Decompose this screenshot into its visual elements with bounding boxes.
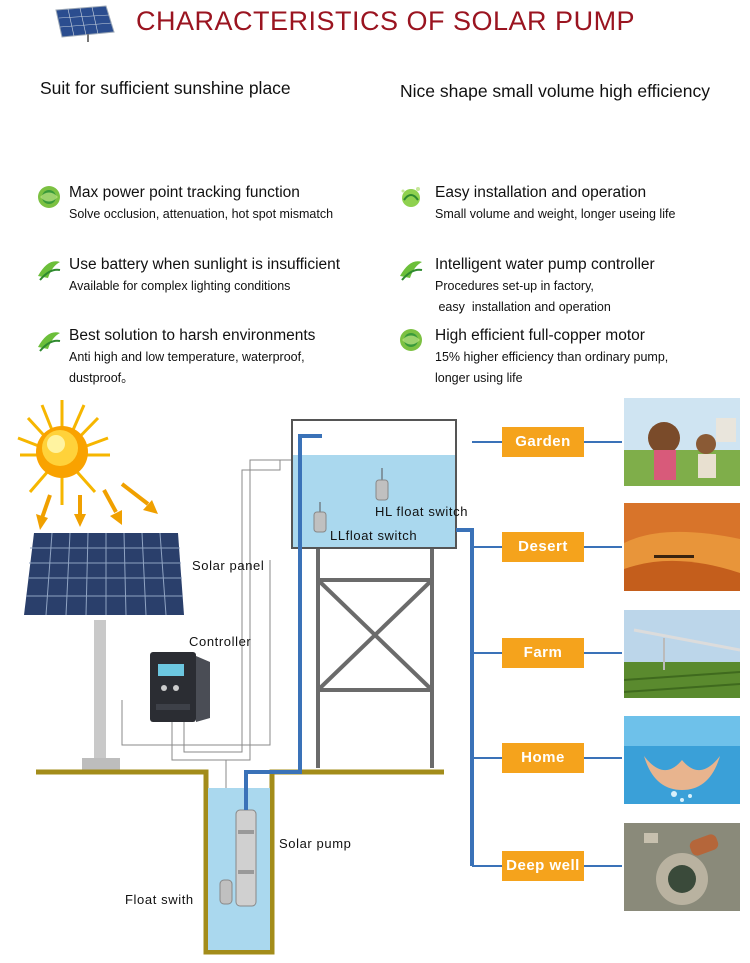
desert-photo bbox=[624, 503, 740, 591]
feature-description: 15% higher efficiency than ordinary pump… bbox=[435, 350, 669, 364]
ll-float-switch-label: LLfloat switch bbox=[330, 528, 418, 543]
feature-description: Procedures set-up in factory, bbox=[435, 279, 594, 293]
feature-title: Intelligent water pump controller bbox=[435, 256, 655, 273]
feature-description: dustproof。 bbox=[69, 371, 134, 385]
solar-pump-label: Solar pump bbox=[279, 836, 352, 851]
feature-description: longer using life bbox=[435, 371, 523, 385]
destination-home: Home bbox=[502, 743, 584, 773]
controller-icon bbox=[150, 652, 210, 722]
subtitle-left: Suit for sufficient sunshine place bbox=[40, 78, 291, 98]
float-switch-icon bbox=[219, 879, 233, 905]
destination-garden: Garden bbox=[502, 427, 584, 457]
subtitle-right: Nice shape small volume high efficiency bbox=[400, 81, 710, 101]
float-switch-icon bbox=[313, 468, 389, 533]
leaf-swirl-icon bbox=[36, 256, 62, 287]
feature-description: Solve occlusion, attenuation, hot spot m… bbox=[69, 207, 334, 221]
feature-title: Use battery when sunlight is insufficien… bbox=[69, 256, 341, 273]
deep-well-photo bbox=[624, 823, 740, 911]
feature-description: Small volume and weight, longer useing l… bbox=[435, 207, 676, 221]
controller-label: Controller bbox=[189, 634, 252, 649]
float-switch-label: Float swith bbox=[125, 892, 194, 907]
destination-desert: Desert bbox=[502, 532, 584, 562]
destination-deep-well: Deep well bbox=[502, 851, 584, 881]
feature-title: High efficient full-copper motor bbox=[435, 327, 645, 344]
leaf-globe-icon bbox=[398, 327, 424, 358]
feature-title: Max power point tracking function bbox=[69, 184, 300, 201]
feature-description: easy installation and operation bbox=[435, 300, 611, 314]
destination-farm: Farm bbox=[502, 638, 584, 668]
solar-panel-icon bbox=[24, 532, 184, 770]
leaf-swirl-icon bbox=[398, 256, 424, 287]
feature-title: Easy installation and operation bbox=[435, 184, 647, 201]
leaf-sparkle-icon bbox=[398, 184, 424, 215]
solar-panel-label: Solar panel bbox=[192, 558, 265, 573]
solar-pump-icon bbox=[235, 809, 257, 907]
sun-icon bbox=[17, 400, 110, 505]
feature-title: Best solution to harsh environments bbox=[69, 327, 316, 344]
hl-float-switch-label: HL float switch bbox=[375, 504, 469, 519]
feature-description: Anti high and low temperature, waterproo… bbox=[69, 350, 305, 364]
page-title: CHARACTERISTICS OF SOLAR PUMP bbox=[136, 6, 636, 36]
farm-photo bbox=[624, 610, 740, 698]
leaf-swirl-icon bbox=[36, 327, 62, 358]
leaf-globe-icon bbox=[36, 184, 62, 215]
solar-panel-logo-icon bbox=[54, 4, 116, 47]
feature-description: Available for complex lighting condition… bbox=[69, 279, 291, 293]
sun-arrow-icon bbox=[36, 482, 158, 530]
home-photo bbox=[624, 716, 740, 804]
garden-photo bbox=[624, 398, 740, 486]
